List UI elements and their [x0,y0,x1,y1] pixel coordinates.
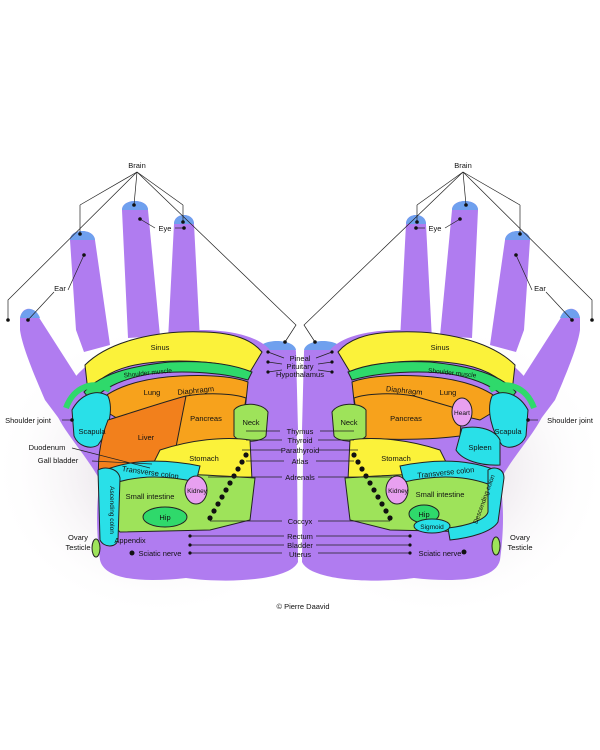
right-hip-label: Hip [418,510,429,519]
parathyroid-label: Parathyroid [281,446,319,455]
left-diaphragm-label: Diaphragm [177,384,214,397]
right-scapula-zone [489,392,529,448]
left-lung-label: Lung [144,388,161,397]
left-sinus-label: Sinus [151,343,170,352]
right-heart-label: Heart [454,410,470,417]
left-scapula-ring [63,382,112,410]
right-kidney-zone [385,475,409,505]
leader-dots [6,203,594,555]
right-testicle-label: Testicle [507,543,532,552]
left-liver-label: Liver [138,433,155,442]
coccyx-label: Coccyx [288,517,313,526]
right-sigmoid-zone [413,518,451,534]
left-ascending-colon-label: Ascending colon [108,486,115,534]
copyright-label: © Pierre Daavid [276,602,329,611]
right-ear-label: Ear [534,284,546,293]
thymus-label: Thymus [287,427,314,436]
right-middle-finger [440,201,478,338]
pituitary-label: Pituitary [286,362,313,371]
left-shoulder-muscle-zone [83,361,253,403]
right-scapula-label: Scapula [494,427,522,436]
left-sciatic-nerve-label: Sciatic nerve [139,549,182,558]
left-appendix-label: Appendix [114,536,146,545]
left-sinus-zone [84,331,263,394]
right-pancreas-label: Pancreas [390,414,422,423]
left-middle-finger [122,201,160,338]
rectum-label: Rectum [287,532,313,541]
left-brain-label: Brain [128,161,146,170]
left-ear-label: Ear [54,284,66,293]
right-eye-label: Eye [429,224,442,233]
right-ovary-zone [491,536,501,556]
right-neck-label: Neck [340,418,357,427]
adrenals-label: Adrenals [285,473,315,482]
right-small-intestine-label: Small intestine [416,490,465,499]
right-hand-labels: Brain Eye Ear Sinus Shoulder muscle Lung… [340,161,593,558]
right-sciatic-dot [461,549,467,555]
hypothalamus-label: Hypothalamus [276,370,324,379]
right-shoulder-muscle-zone [347,361,517,403]
left-index-finger [168,215,200,340]
atlas-label: Atlas [292,457,309,466]
left-ovary-zone [91,538,101,558]
left-testicle-label: Testicle [65,543,90,552]
center-labels: Pineal Pituitary Hypothalamus Thymus Thy… [276,354,324,559]
left-eye-label: Eye [159,224,172,233]
left-hip-label: Hip [159,513,170,522]
left-pancreas-label: Pancreas [190,414,222,423]
right-descending-colon-zone [447,467,505,541]
left-hip-zone [142,506,188,528]
left-neck-label: Neck [242,418,259,427]
leader-lines [7,171,593,554]
right-shoulder-joint-label: Shoulder joint [547,416,594,425]
left-hand-labels: Brain Eye Ear Sinus Shoulder muscle Lung… [5,161,260,558]
left-sciatic-dot [129,550,135,556]
right-ovary-label: Ovary [510,533,530,542]
bladder-label: Bladder [287,541,313,550]
left-shoulder-joint-label: Shoulder joint [5,416,52,425]
right-heart-zone [451,397,473,427]
right-sinus-label: Sinus [431,343,450,352]
right-lung-label: Lung [440,388,457,397]
left-kidney-zone [184,475,208,505]
right-kidney-label: Kidney [388,488,409,495]
left-ascending-colon-zone [97,467,121,547]
right-scapula-ring [488,382,537,410]
right-spleen-zone [455,426,501,466]
right-sinus-zone [337,331,516,394]
right-spleen-label: Spleen [468,443,491,452]
left-ovary-label: Ovary [68,533,88,542]
left-small-intestine-label: Small intestine [126,492,175,501]
pineal-label: Pineal [290,354,311,363]
left-duodenum-label: Duodenum [29,443,66,452]
left-kidney-label: Kidney [187,488,208,495]
right-brain-label: Brain [454,161,472,170]
left-hand [20,201,298,581]
right-sigmoid-label: Sigmoid [420,524,444,531]
left-ring-finger [70,231,110,352]
right-stomach-label: Stomach [381,454,411,463]
thyroid-label: Thyroid [287,436,312,445]
right-diaphragm-label: Diaphragm [386,384,423,397]
right-index-finger [400,215,432,340]
right-sciatic-nerve-label: Sciatic nerve [419,549,462,558]
left-stomach-label: Stomach [189,454,219,463]
right-ring-finger [490,231,530,352]
left-scapula-label: Scapula [78,427,106,436]
left-gall-bladder-label: Gall bladder [38,456,79,465]
uterus-label: Uterus [289,550,311,559]
